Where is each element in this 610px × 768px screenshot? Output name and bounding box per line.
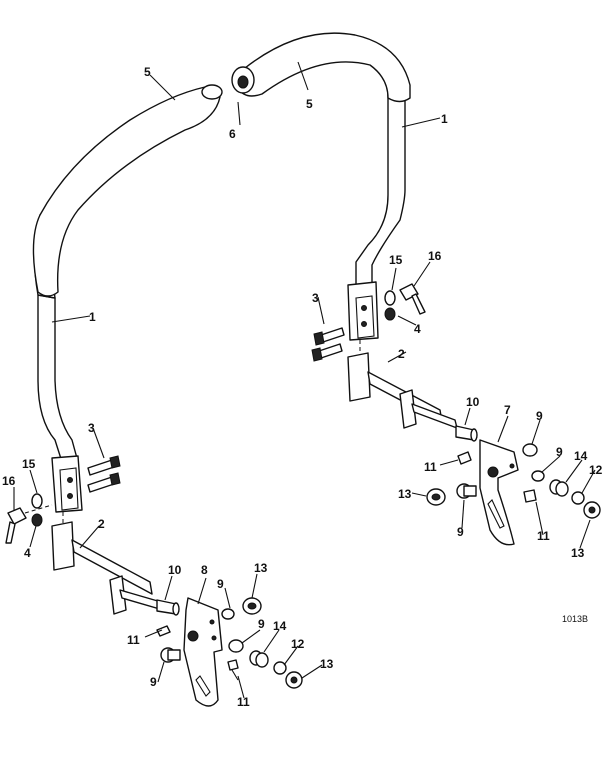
- left-hardware-stack: [156, 597, 303, 689]
- callout-screw-right-b: 11: [537, 529, 550, 543]
- callout-tube-right: 1: [441, 112, 448, 126]
- right-knob-hardware: [384, 283, 426, 321]
- grip-left: [32, 84, 223, 297]
- callout-bolt-right: 3: [312, 291, 319, 305]
- callout-tube-left: 1: [89, 310, 96, 324]
- callout-bolt-left: 3: [88, 421, 95, 435]
- left-knob-hardware: [5, 493, 43, 544]
- callout-bracket-right: 7: [504, 403, 511, 417]
- callout-bushing-left: 10: [168, 563, 182, 577]
- left-bushing: [156, 599, 180, 616]
- callout-knob-left: 16: [2, 474, 16, 488]
- callout-spacer-right-low: 9: [457, 525, 464, 539]
- callout-washer-right: 15: [389, 253, 403, 267]
- right-hardware-stack: [426, 443, 601, 519]
- callout-locknut-left-b: 13: [320, 657, 334, 671]
- callout-washer-left: 15: [22, 457, 36, 471]
- callout-washer12-left: 12: [291, 637, 305, 651]
- left-upper-clamp: [51, 455, 83, 513]
- callout-locknut-right-b: 13: [571, 546, 585, 560]
- callout-spacer-right-top: 9: [536, 409, 543, 423]
- callout-spring-left: 14: [273, 619, 287, 633]
- figure-reference: 1013B: [562, 614, 588, 624]
- right-bracket: [479, 439, 519, 546]
- right-bushing: [455, 425, 478, 442]
- callout-grip-left: 5: [144, 65, 151, 79]
- callout-locknut-left-a: 13: [254, 561, 268, 575]
- callout-rod-right: 2: [398, 347, 405, 361]
- grip-right: [231, 32, 411, 103]
- right-bolts: [311, 327, 345, 362]
- callout-grip-right: 5: [306, 97, 313, 111]
- callout-nut-right: 4: [414, 322, 421, 336]
- right-pivot-rod: [347, 352, 458, 429]
- callout-labels: 5 5 6 1 1 3 3 15 15 16 16 4 4 2 2 10 10 …: [2, 65, 603, 709]
- callout-spacer-left-low: 9: [150, 675, 157, 689]
- callout-locknut-right-a: 13: [398, 487, 412, 501]
- callout-spacer-right-mid: 9: [556, 445, 563, 459]
- callout-spacer-left-top: 9: [217, 577, 224, 591]
- callout-spacer-left-mid: 9: [258, 617, 265, 631]
- callout-plug: 6: [229, 127, 236, 141]
- callout-screw-left-a: 11: [127, 633, 140, 647]
- leader-lines: [13, 61, 596, 699]
- left-pivot-rod: [51, 521, 171, 615]
- callout-screw-right-a: 11: [424, 460, 437, 474]
- callout-rod-left: 2: [98, 517, 105, 531]
- callout-screw-left-b: 11: [237, 695, 250, 709]
- callout-bracket-left: 8: [201, 563, 208, 577]
- callout-knob-right: 16: [428, 249, 442, 263]
- roll-bar-tube-right: [355, 94, 406, 291]
- left-bracket: [183, 597, 223, 707]
- callout-nut-left: 4: [24, 546, 31, 560]
- callout-bushing-right: 10: [466, 395, 480, 409]
- right-upper-clamp: [347, 281, 379, 341]
- callout-spring-right: 14: [574, 449, 588, 463]
- callout-washer12-right: 12: [589, 463, 603, 477]
- left-bolts: [87, 455, 121, 493]
